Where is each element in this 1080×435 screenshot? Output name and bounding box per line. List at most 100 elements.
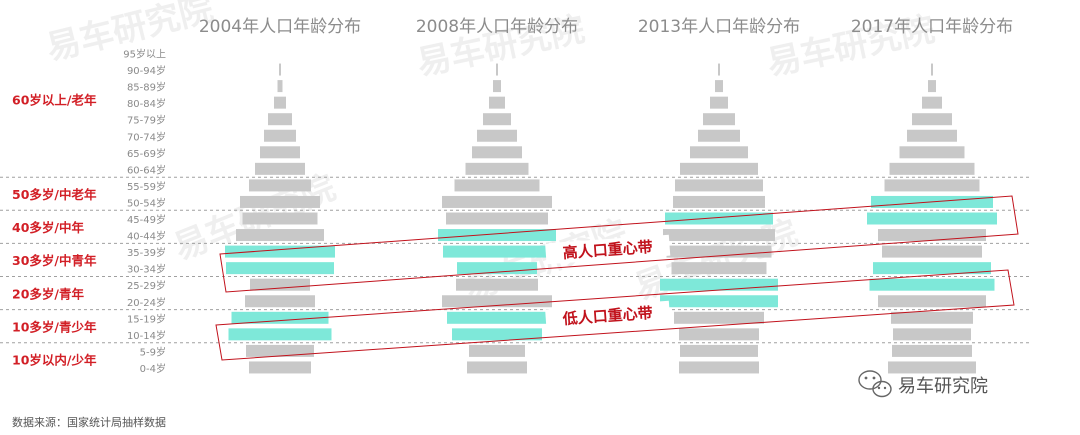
highlighted-age-bar: [447, 311, 547, 324]
age-bar: [891, 311, 973, 324]
age-bracket-label: 20多岁/青年: [12, 286, 84, 301]
age-bar: [884, 179, 980, 192]
age-tick-label: 90-94岁: [127, 64, 166, 77]
age-bar: [882, 245, 982, 258]
highlighted-age-bar: [225, 245, 335, 258]
age-bar: [878, 295, 986, 308]
highlighted-age-bar: [231, 311, 329, 324]
age-tick-label: 65-69岁: [127, 147, 166, 160]
age-bar: [240, 195, 320, 208]
age-tick-label: 55-59岁: [127, 180, 166, 193]
pyramid-panel: 2017年人口年龄分布: [851, 17, 1013, 374]
age-bar: [442, 195, 552, 208]
age-bar: [675, 179, 763, 192]
age-bar: [889, 162, 975, 175]
age-tick-label: 95岁以上: [123, 48, 166, 61]
pyramid-panel: 2004年人口年龄分布: [199, 17, 361, 374]
age-bar: [268, 113, 292, 126]
age-tick-label: 50-54岁: [127, 196, 166, 209]
age-bar: [710, 96, 728, 109]
age-tick-label: 25-29岁: [127, 279, 166, 292]
age-bar: [718, 63, 720, 76]
age-bar: [680, 344, 758, 357]
age-bracket-label: 50多岁/中老年: [12, 187, 97, 202]
age-tick-label: 30-34岁: [127, 263, 166, 276]
band-label-backdrop: [545, 300, 671, 331]
age-bracket-label: 60岁以上/老年: [12, 93, 97, 108]
age-tick-label: 60-64岁: [127, 163, 166, 176]
panel-title: 2008年人口年龄分布: [416, 17, 578, 37]
age-bar: [245, 295, 315, 308]
age-bracket-label: 10岁以内/少年: [12, 352, 97, 367]
highlighted-age-bar: [226, 262, 334, 275]
age-tick-label: 15-19岁: [127, 312, 166, 325]
pyramid-panel: 2013年人口年龄分布: [638, 17, 800, 374]
age-bar: [469, 344, 525, 357]
age-axis: 0-4岁5-9岁10-14岁15-19岁20-24岁25-29岁30-34岁35…: [123, 48, 166, 375]
age-tick-label: 0-4岁: [140, 362, 166, 375]
age-bar: [922, 96, 942, 109]
age-bar: [899, 146, 965, 159]
age-bar: [690, 146, 748, 159]
age-bar: [242, 212, 318, 225]
highlighted-age-bar: [869, 278, 995, 291]
bracket-separators: [0, 176, 1030, 344]
panel-title: 2004年人口年龄分布: [199, 17, 361, 37]
age-bar: [454, 179, 540, 192]
age-tick-label: 70-74岁: [127, 130, 166, 143]
age-bar: [467, 361, 527, 374]
age-bar: [279, 63, 281, 76]
age-bracket-label: 30多岁/中青年: [12, 253, 97, 268]
brand-logo: 易车研究院: [858, 370, 988, 398]
age-bracket-label: 10多岁/青少年: [12, 319, 97, 334]
age-bar: [477, 129, 517, 142]
age-tick-label: 75-79岁: [127, 114, 166, 127]
age-bar: [274, 96, 286, 109]
highlighted-age-bar: [228, 328, 332, 341]
age-bar: [246, 344, 314, 357]
highlighted-age-bar: [443, 245, 551, 258]
age-bar: [260, 146, 300, 159]
age-bar: [703, 113, 735, 126]
gravity-band-outline: [219, 195, 1019, 293]
highlighted-age-bar: [452, 328, 542, 341]
highlighted-age-bar: [660, 278, 778, 291]
age-bar: [928, 80, 936, 93]
band-label-backdrop: [545, 234, 671, 265]
wechat-icon: [858, 370, 892, 398]
age-bar: [456, 278, 538, 291]
brand-logo-text: 易车研究院: [898, 376, 988, 397]
age-bar: [663, 229, 775, 242]
highlighted-age-bar: [660, 295, 778, 308]
age-bar: [673, 195, 765, 208]
age-bar: [249, 361, 311, 374]
age-bar: [679, 328, 759, 341]
age-bar: [715, 80, 723, 93]
highlighted-age-bar: [873, 262, 991, 275]
age-bar: [931, 63, 933, 76]
age-bar: [472, 146, 522, 159]
age-tick-label: 45-49岁: [127, 213, 166, 226]
highlighted-age-bar: [867, 212, 997, 225]
gravity-band-outline: [215, 269, 1015, 361]
age-tick-label: 85-89岁: [127, 81, 166, 94]
age-bar: [666, 245, 772, 258]
age-tick-label: 10-14岁: [127, 329, 166, 342]
age-tick-label: 40-44岁: [127, 230, 166, 243]
age-bar: [442, 295, 552, 308]
age-bar: [489, 96, 505, 109]
age-bar: [250, 278, 310, 291]
age-tick-label: 5-9岁: [140, 345, 166, 358]
age-bar: [264, 129, 296, 142]
age-tick-label: 80-84岁: [127, 97, 166, 110]
age-tick-label: 20-24岁: [127, 296, 166, 309]
watermark-text: 易车研究院: [459, 213, 632, 309]
age-bar: [671, 262, 767, 275]
panel-title: 2013年人口年龄分布: [638, 17, 800, 37]
age-bracket-labels: 60岁以上/老年50多岁/中老年40多岁/中年30多岁/中青年20多岁/青年10…: [12, 93, 97, 368]
age-bar: [446, 212, 548, 225]
age-bar: [907, 129, 957, 142]
age-bar: [892, 344, 972, 357]
